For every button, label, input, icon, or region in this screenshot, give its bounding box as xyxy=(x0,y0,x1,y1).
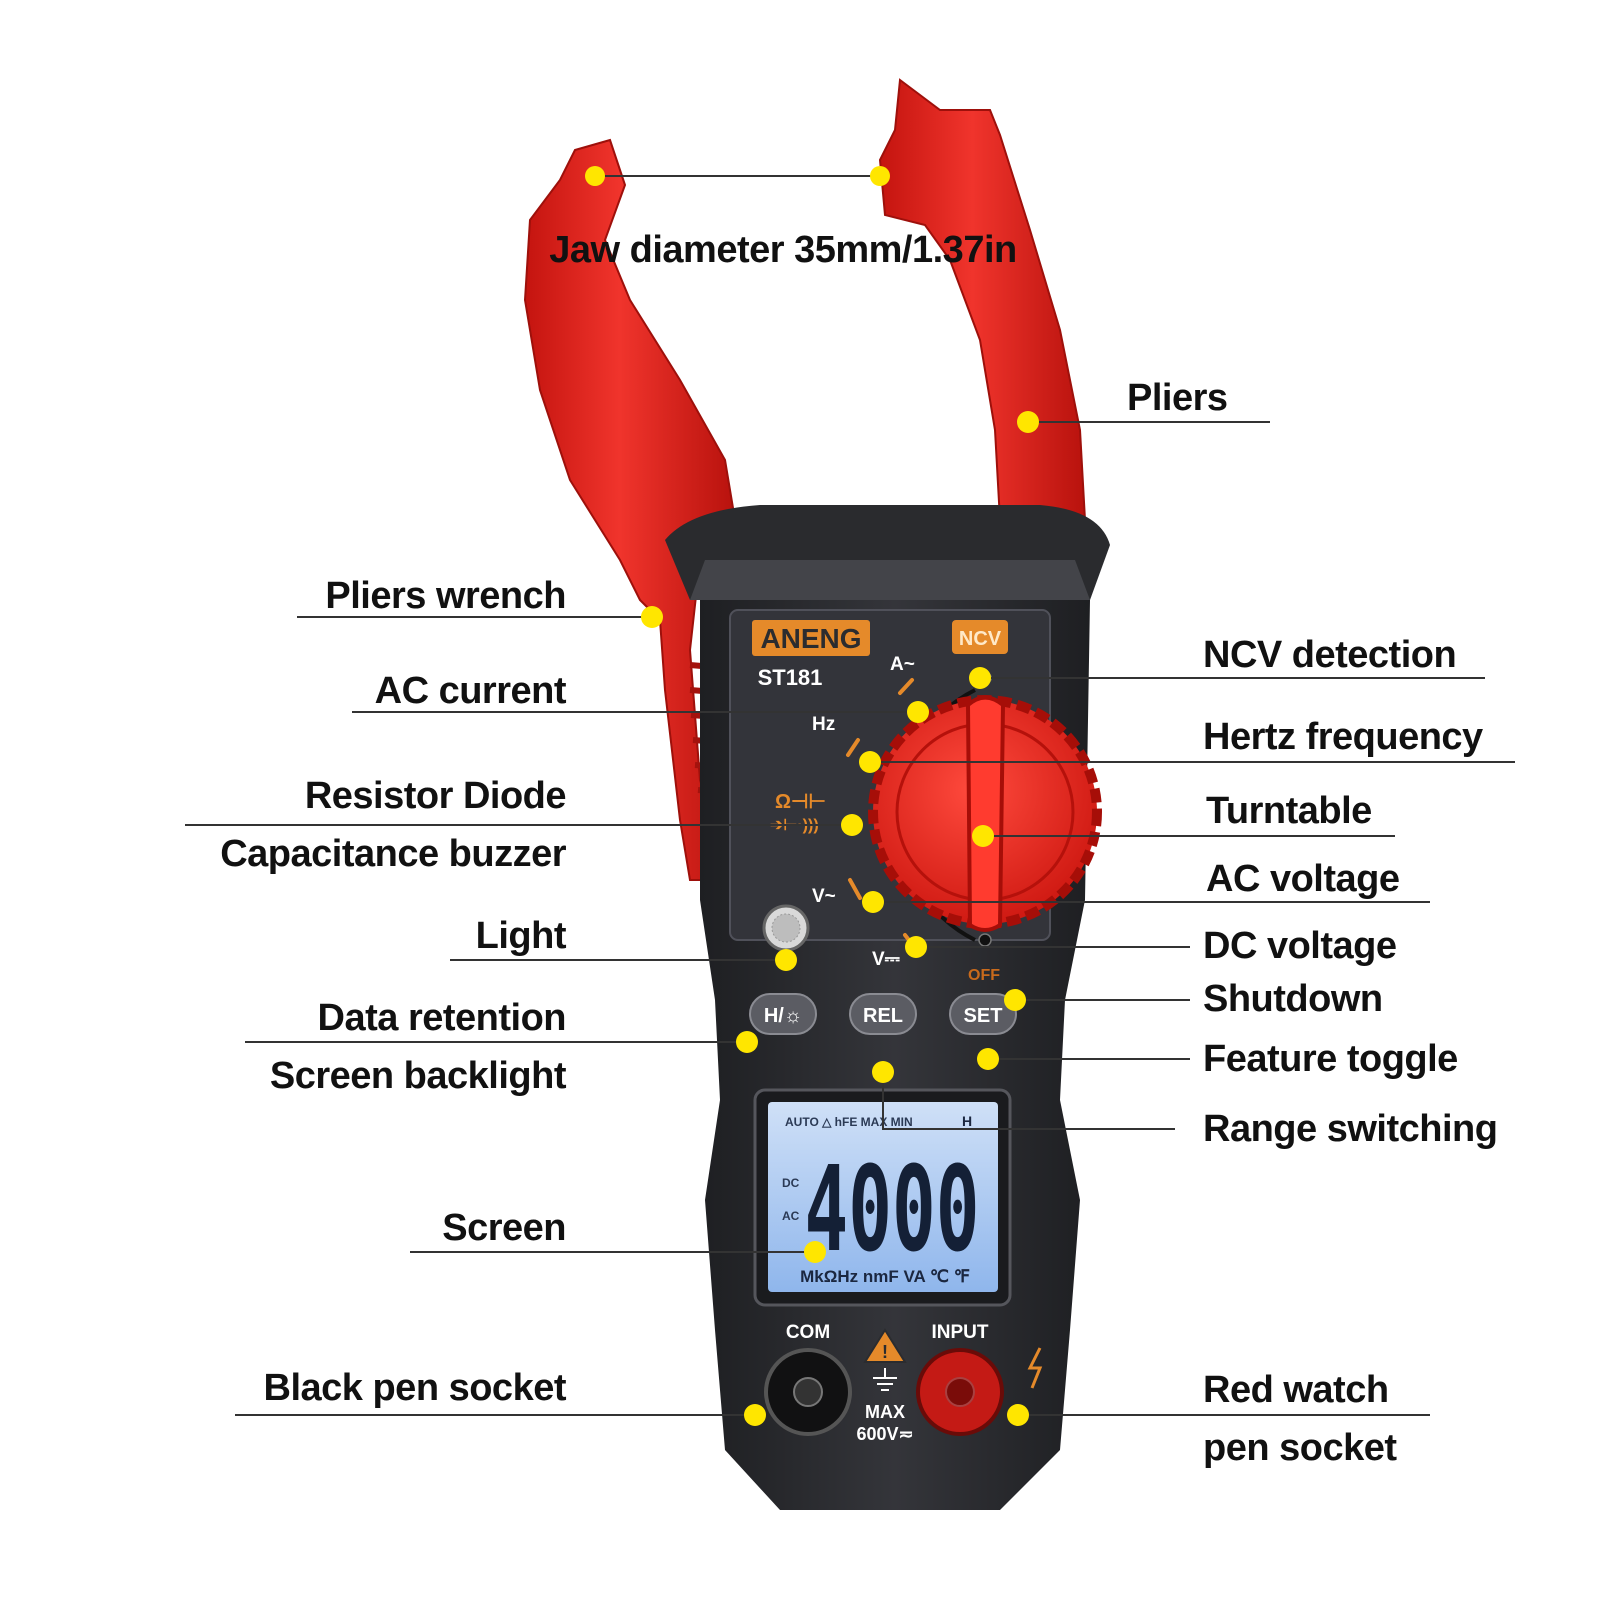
lcd-hold-indicator: H xyxy=(962,1113,972,1129)
marker-jaw-right xyxy=(870,166,890,186)
label-hertz-frequency: Hertz frequency xyxy=(1203,716,1483,758)
dial-vac: V~ xyxy=(812,886,836,907)
label-dc-voltage: DC voltage xyxy=(1203,925,1396,967)
marker-hold xyxy=(736,1031,758,1053)
brand-text: ANENG xyxy=(760,623,861,654)
right-jaw xyxy=(878,78,1087,521)
marker-resistor xyxy=(841,814,863,836)
set-button[interactable] xyxy=(949,993,1017,1035)
label-ncv-detection: NCV detection xyxy=(1203,634,1456,676)
rel-button-label: REL xyxy=(863,1005,903,1027)
marker-com xyxy=(744,1404,766,1426)
label-shutdown: Shutdown xyxy=(1203,978,1383,1020)
lcd-reading: 4000 xyxy=(805,1140,980,1278)
ncv-text: NCV xyxy=(959,628,1002,650)
label-pen-socket: pen socket xyxy=(1203,1427,1397,1469)
label-ac-voltage: AC voltage xyxy=(1206,858,1399,900)
dial-off: OFF xyxy=(968,967,1000,984)
marker-hertz xyxy=(859,751,881,773)
lcd-screen xyxy=(768,1102,998,1292)
svg-text:!: ! xyxy=(882,1342,888,1362)
lcd-ac: AC xyxy=(782,1209,800,1223)
label-range-switching: Range switching xyxy=(1203,1108,1497,1150)
label-turntable: Turntable xyxy=(1206,790,1372,832)
label-capacitance-buzzer: Capacitance buzzer xyxy=(220,833,566,875)
dial-a: A~ xyxy=(890,654,915,675)
label-red-watch: Red watch xyxy=(1203,1369,1389,1411)
label-feature-toggle: Feature toggle xyxy=(1203,1038,1458,1080)
rel-button[interactable] xyxy=(849,993,917,1035)
lcd-dc: DC xyxy=(782,1176,800,1190)
ground-icon xyxy=(873,1368,897,1391)
warning-icon xyxy=(863,1328,907,1363)
set-button-label: SET xyxy=(964,1005,1003,1027)
marker-input xyxy=(1007,1404,1029,1426)
dial-vdc: V⎓ xyxy=(872,949,900,970)
marker-jaw-left xyxy=(585,166,605,186)
label-screen: Screen xyxy=(442,1207,566,1249)
label-black-pen-socket: Black pen socket xyxy=(264,1367,567,1409)
label-pliers-wrench: Pliers wrench xyxy=(325,575,566,617)
label-ac-current: AC current xyxy=(375,670,567,712)
input-label: INPUT xyxy=(932,1322,989,1343)
marker-set xyxy=(977,1048,999,1070)
model-text: ST181 xyxy=(758,665,823,690)
hold-button[interactable] xyxy=(749,993,817,1035)
label-resistor-diode: Resistor Diode xyxy=(305,775,566,817)
marker-dc-voltage xyxy=(905,936,927,958)
marker-pliers-wrench xyxy=(641,606,663,628)
dial-hz: Hz xyxy=(812,714,835,735)
ncv-badge xyxy=(952,620,1008,654)
max-label: MAX xyxy=(865,1402,905,1422)
marker-ncv xyxy=(969,667,991,689)
label-pliers: Pliers xyxy=(1127,377,1228,419)
leader-lines xyxy=(185,175,1515,1416)
callout-markers xyxy=(585,166,1039,1426)
marker-light xyxy=(775,949,797,971)
marker-turntable xyxy=(972,825,994,847)
brand-badge xyxy=(752,620,870,656)
marker-shutdown xyxy=(1004,989,1026,1011)
dial-ohm: Ω⊣⊢ xyxy=(775,791,826,813)
marker-ac-current xyxy=(907,701,929,723)
label-data-retention: Data retention xyxy=(318,997,566,1039)
marker-ac-voltage xyxy=(862,891,884,913)
lcd-top-row: AUTO △ hFE MAX MIN xyxy=(785,1115,913,1129)
marker-pliers xyxy=(1017,411,1039,433)
marker-screen xyxy=(804,1241,826,1263)
label-screen-backlight: Screen backlight xyxy=(270,1055,567,1097)
lightning-icon xyxy=(1027,1347,1043,1389)
jaw-diameter-label: Jaw diameter 35mm/1.37in xyxy=(549,229,1016,271)
hold-button-label: H/☼ xyxy=(764,1005,802,1027)
com-label: COM xyxy=(786,1322,830,1343)
lcd-units: MkΩHz nmF VA ℃ ℉ xyxy=(800,1267,970,1286)
marker-rel xyxy=(872,1061,894,1083)
max-volt-label: 600V≂ xyxy=(856,1424,913,1444)
label-light: Light xyxy=(476,915,567,957)
knob-handle xyxy=(965,695,1006,932)
